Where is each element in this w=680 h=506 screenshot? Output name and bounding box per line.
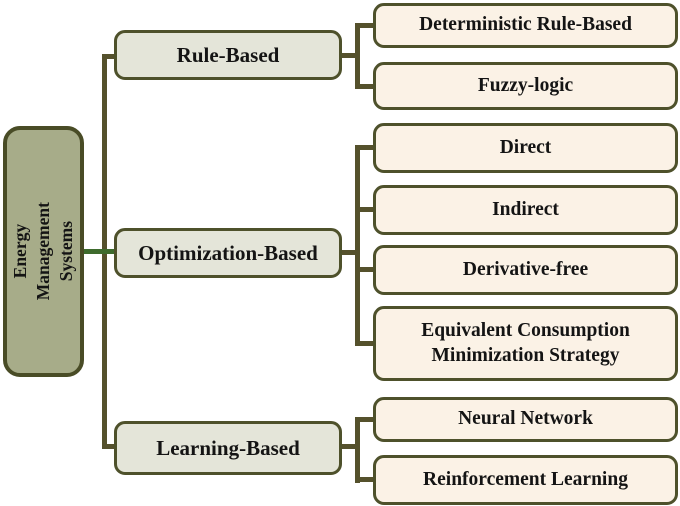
root-label-line2: Systems [55,221,76,282]
neural-network-label: Neural Network [458,408,593,430]
node-learning-based: Learning-Based [114,421,342,475]
reinforcement-learning-label: Reinforcement Learning [423,468,628,490]
node-neural-network: Neural Network [373,397,678,442]
node-energy-management-systems: Energy Management Systems [3,126,84,377]
connector-rule-based-branch [341,53,355,58]
connector-to-fuzzy-logic [360,84,373,89]
learning-based-label: Learning-Based [156,435,300,460]
optimization-based-label: Optimization-Based [138,240,318,265]
connector-learning-branch [342,444,355,449]
connector-optimization-branch [342,250,355,255]
ecms-label: Equivalent Consumption Minimization Stra… [421,320,630,366]
root-label: Energy Management Systems [9,202,77,300]
connector-trunk-to-learning-based [102,444,116,449]
connector-trunk-to-rule-based [102,54,116,59]
connector-to-reinforcement-learning [360,477,373,482]
node-indirect: Indirect [373,185,678,235]
indirect-label: Indirect [492,198,559,220]
connector-to-deterministic-rule-based [360,23,373,28]
node-deterministic-rule-based: Deterministic Rule-Based [373,3,678,48]
node-fuzzy-logic: Fuzzy-logic [373,62,678,110]
direct-label: Direct [499,136,552,158]
node-equivalent-consumption-minimization-strategy: Equivalent Consumption Minimization Stra… [373,306,678,381]
connector-to-neural-network [360,417,373,422]
connector-to-derivative-free [360,267,373,272]
node-direct: Direct [373,123,678,173]
node-optimization-based: Optimization-Based [114,228,342,278]
root-label-line1: Energy Management [10,202,54,301]
connector-root-to-optimization-based [83,249,116,254]
connector-to-indirect [360,207,373,212]
node-rule-based: Rule-Based [114,30,342,80]
node-reinforcement-learning: Reinforcement Learning [373,455,678,505]
connector-to-direct [360,145,373,150]
connector-rule-based-vertical [355,23,360,89]
rule-based-label: Rule-Based [176,42,280,67]
node-derivative-free: Derivative-free [373,245,678,295]
derivative-free-label: Derivative-free [462,258,589,280]
connector-learning-vertical [355,417,360,483]
deterministic-rule-based-label: Deterministic Rule-Based [419,14,632,36]
fuzzy-logic-label: Fuzzy-logic [477,74,574,96]
connector-to-ecms [360,341,373,346]
connector-optimization-vertical [355,145,360,346]
